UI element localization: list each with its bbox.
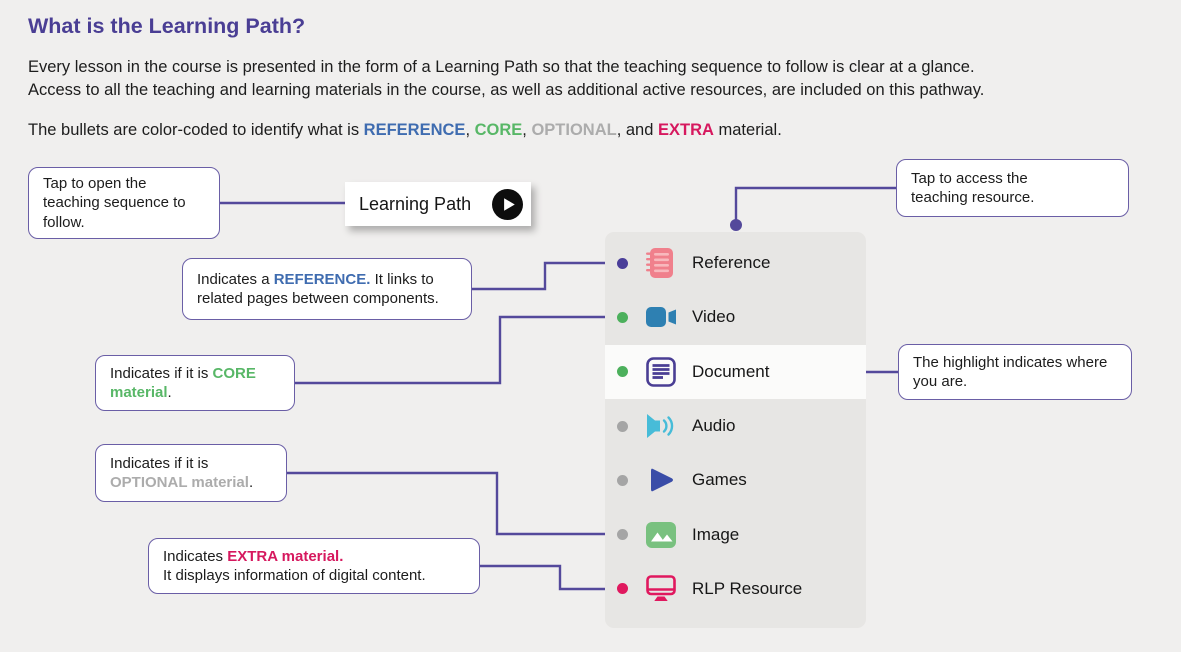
callout-line: you are. (913, 373, 968, 390)
callout-line: teaching resource. (911, 189, 1035, 206)
callout-text: Indicates if it is (110, 454, 209, 472)
legend-extra: EXTRA (658, 121, 714, 139)
menu-item-label: Image (692, 524, 740, 544)
callout-text: . (248, 474, 254, 491)
intro-line-2: Access to all the teaching and learning … (28, 81, 985, 99)
optional-bullet (617, 474, 628, 486)
learning-path-label: Learning Path (359, 193, 472, 214)
play-triangle-icon (643, 462, 679, 498)
notebook-icon (643, 245, 679, 281)
menu-item-label: Reference (692, 253, 771, 273)
menu-item-label: RLP Resource (692, 578, 803, 598)
document-icon (643, 354, 679, 390)
video-camera-icon (643, 299, 679, 335)
callout-reference: Indicates a REFERENCE. It links to relat… (182, 258, 472, 320)
menu-item-rlp-resource[interactable]: RLP Resource (605, 562, 866, 616)
callout-line: teaching sequence to (43, 194, 186, 212)
extra-bullet (617, 583, 628, 595)
callout-optional-emphasis: OPTIONAL material (110, 474, 249, 491)
optional-bullet (617, 529, 628, 541)
callout-extra: Indicates EXTRA material. It displays inf… (148, 538, 480, 594)
intro-paragraph: Every lesson in the course is presented … (28, 56, 984, 102)
legend-reference: REFERENCE (363, 121, 466, 139)
intro-line-1: Every lesson in the course is presented … (28, 58, 975, 76)
callout-text: Indicates if it is (110, 364, 213, 382)
menu-item-label: Audio (692, 416, 736, 436)
menu-item-label: Document (692, 361, 770, 381)
callout-core-emphasis: CORE material (110, 364, 256, 401)
callout-reference-emphasis: REFERENCE. (273, 270, 371, 288)
legend-suffix: material. (713, 121, 782, 139)
menu-item-reference[interactable]: Reference (605, 236, 866, 290)
learning-path-button[interactable]: Learning Path (345, 182, 531, 226)
legend-prefix: The bullets are color-coded to identify … (28, 121, 364, 139)
callout-highlight: The highlight indicates where you are. (898, 344, 1132, 400)
speaker-icon (643, 408, 679, 444)
play-icon (492, 188, 523, 220)
core-bullet (617, 311, 628, 323)
callout-text: Indicates (163, 547, 228, 565)
optional-bullet (617, 420, 628, 432)
legend-core: CORE (474, 121, 523, 139)
learning-path-menu: Reference Video (605, 232, 866, 628)
legend-sep1: , (465, 121, 475, 139)
menu-item-audio[interactable]: Audio (605, 399, 866, 453)
callout-access-resource: Tap to access the teaching resource. (896, 159, 1129, 217)
callout-text: . (167, 384, 172, 401)
page-title: What is the Learning Path? (28, 14, 306, 38)
callout-extra-emphasis: EXTRA material. (227, 547, 344, 565)
legend-sep2: , (522, 121, 532, 139)
callout-text: Indicates a (197, 270, 274, 288)
legend-sentence: The bullets are color-coded to identify … (28, 121, 782, 140)
monitor-icon (643, 571, 679, 607)
callout-core: Indicates if it is CORE material. (95, 355, 295, 411)
callout-text: It displays information of digital conte… (163, 567, 426, 584)
callout-text: It links to related pages between compon… (197, 270, 439, 307)
callout-line: The highlight indicates where (913, 353, 1108, 371)
menu-item-document-current[interactable]: Document (605, 344, 866, 399)
callout-line: follow. (43, 213, 85, 231)
menu-item-label: Video (692, 307, 736, 327)
callout-optional: Indicates if it is OPTIONAL material. (95, 444, 287, 502)
callout-line: Tap to open the (43, 175, 147, 193)
core-bullet (617, 366, 628, 378)
menu-item-label: Games (692, 470, 747, 490)
menu-item-video[interactable]: Video (605, 290, 866, 344)
legend-sep3: , and (616, 121, 658, 139)
callout-line: Tap to access the (911, 169, 1028, 187)
menu-item-games[interactable]: Games (605, 453, 866, 507)
callout-open-sequence: Tap to open the teaching sequence to fol… (28, 167, 220, 239)
menu-item-image[interactable]: Image (605, 507, 866, 561)
legend-optional: OPTIONAL (531, 121, 617, 139)
reference-bullet (617, 257, 628, 269)
image-icon (643, 517, 679, 553)
